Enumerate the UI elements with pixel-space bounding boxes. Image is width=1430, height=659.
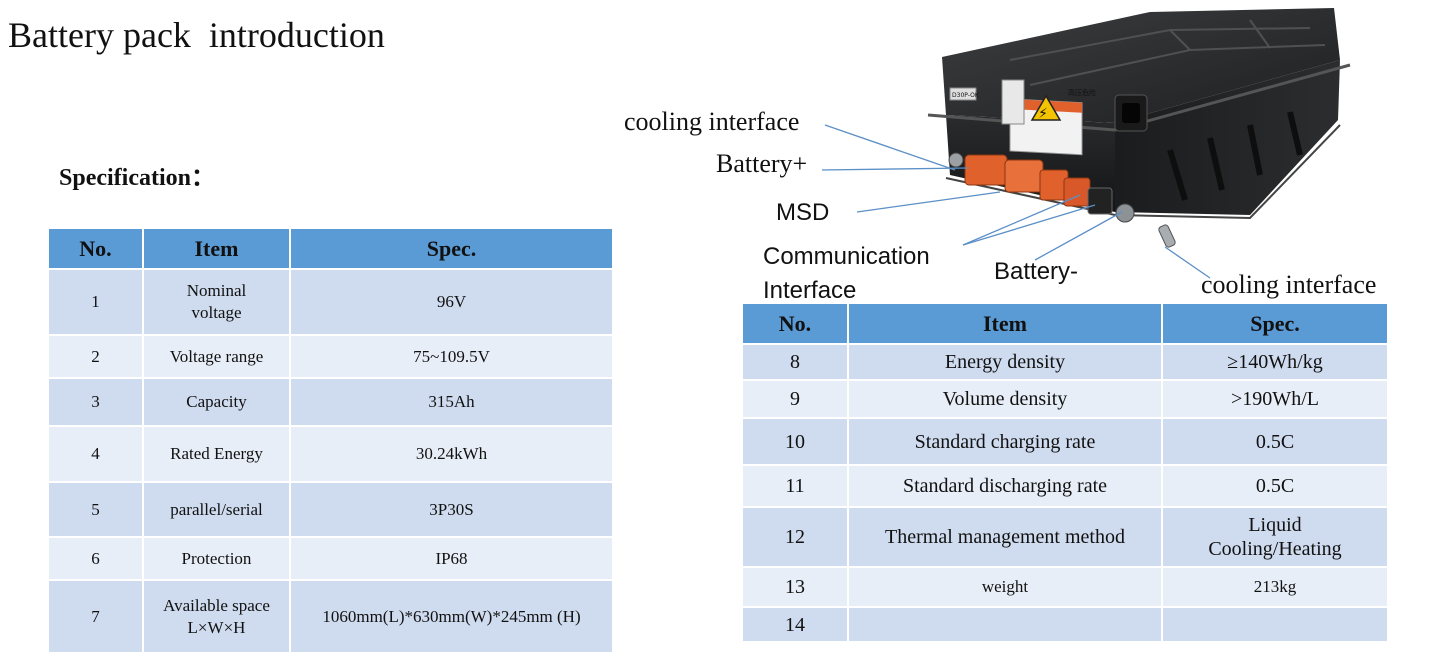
- cell-item: [849, 608, 1161, 641]
- header-item: Item: [849, 304, 1161, 343]
- cell-no: 13: [743, 568, 847, 606]
- cell-item: weight: [849, 568, 1161, 606]
- cell-spec: >190Wh/L: [1163, 381, 1387, 417]
- table-header-row: No. Item Spec.: [49, 229, 612, 268]
- cell-no: 11: [743, 466, 847, 506]
- cell-no: 8: [743, 345, 847, 379]
- cell-item: Volume density: [849, 381, 1161, 417]
- cell-no: 7: [49, 581, 142, 652]
- cell-no: 6: [49, 538, 142, 579]
- table-row: 5 parallel/serial 3P30S: [49, 483, 612, 536]
- cell-no: 12: [743, 508, 847, 566]
- cell-spec: 0.5C: [1163, 466, 1387, 506]
- table-row: 9 Volume density >190Wh/L: [743, 381, 1387, 417]
- cell-no: 10: [743, 419, 847, 464]
- cell-spec: 315Ah: [291, 379, 612, 425]
- callout-lines: [821, 124, 1211, 279]
- spec-table-right: No. Item Spec. 8 Energy density ≥140Wh/k…: [741, 302, 1389, 643]
- table-header-row: No. Item Spec.: [743, 304, 1387, 343]
- cell-spec: Liquid Cooling/Heating: [1163, 508, 1387, 566]
- page-title: Battery pack introduction: [8, 15, 385, 55]
- table-row: 2 Voltage range 75~109.5V: [49, 336, 612, 377]
- spec-table-left: No. Item Spec. 1 Nominal voltage 96V 2 V…: [47, 227, 614, 654]
- cell-no: 2: [49, 336, 142, 377]
- cell-item: Protection: [144, 538, 289, 579]
- cell-spec: 96V: [291, 270, 612, 334]
- table-row: 11 Standard discharging rate 0.5C: [743, 466, 1387, 506]
- cell-spec: 3P30S: [291, 483, 612, 536]
- svg-text:⚡: ⚡: [1038, 106, 1048, 122]
- table-row: 1 Nominal voltage 96V: [49, 270, 612, 334]
- battery-pack-image-area: ⚡ 高压危险 D30P-OK: [610, 0, 1430, 305]
- table-row: 6 Protection IP68: [49, 538, 612, 579]
- table-row: 3 Capacity 315Ah: [49, 379, 612, 425]
- cell-item: Thermal management method: [849, 508, 1161, 566]
- table-row: 7 Available space L×W×H 1060mm(L)*630mm(…: [49, 581, 612, 652]
- pack-top-surface: [942, 8, 1340, 123]
- cell-no: 1: [49, 270, 142, 334]
- cell-no: 4: [49, 427, 142, 481]
- svg-text:高压危险: 高压危险: [1068, 88, 1096, 97]
- pack-side-face: [1115, 60, 1340, 215]
- callout-battery-minus: Battery-: [994, 258, 1079, 285]
- header-item: Item: [144, 229, 289, 268]
- specification-heading: Specification：: [59, 165, 215, 191]
- cell-no: 5: [49, 483, 142, 536]
- cell-spec: ≥140Wh/kg: [1163, 345, 1387, 379]
- table-row: 13 weight 213kg: [743, 568, 1387, 606]
- table-row: 14: [743, 608, 1387, 641]
- header-no: No.: [49, 229, 142, 268]
- cell-item: Available space L×W×H: [144, 581, 289, 652]
- cell-item: parallel/serial: [144, 483, 289, 536]
- table-row: 4 Rated Energy 30.24kWh: [49, 427, 612, 481]
- cell-spec: [1163, 608, 1387, 641]
- cell-item: Voltage range: [144, 336, 289, 377]
- cell-spec: 30.24kWh: [291, 427, 612, 481]
- cell-item: Capacity: [144, 379, 289, 425]
- cell-item: Nominal voltage: [144, 270, 289, 334]
- cell-spec: 0.5C: [1163, 419, 1387, 464]
- cell-item: Energy density: [849, 345, 1161, 379]
- cell-item: Rated Energy: [144, 427, 289, 481]
- table-row: 8 Energy density ≥140Wh/kg: [743, 345, 1387, 379]
- callout-cooling-interface-bottom: cooling interface: [1201, 270, 1377, 299]
- side-ribs: [1167, 111, 1303, 201]
- header-spec: Spec.: [1163, 304, 1387, 343]
- table-row: 12 Thermal management method Liquid Cool…: [743, 508, 1387, 566]
- cell-item: Standard discharging rate: [849, 466, 1161, 506]
- battery-pack-illustration: ⚡ 高压危险 D30P-OK: [821, 8, 1351, 279]
- cell-spec: 213kg: [1163, 568, 1387, 606]
- cell-no: 3: [49, 379, 142, 425]
- svg-text:D30P-OK: D30P-OK: [952, 92, 980, 99]
- cell-spec: 75~109.5V: [291, 336, 612, 377]
- cell-spec: 1060mm(L)*630mm(W)*245mm (H): [291, 581, 612, 652]
- table-row: 10 Standard charging rate 0.5C: [743, 419, 1387, 464]
- cell-spec: IP68: [291, 538, 612, 579]
- callout-battery-plus: Battery+: [716, 149, 808, 178]
- callout-communication-interface: Communication Interface: [763, 243, 930, 304]
- cell-item: Standard charging rate: [849, 419, 1161, 464]
- header-spec: Spec.: [291, 229, 612, 268]
- header-no: No.: [743, 304, 847, 343]
- cell-no: 9: [743, 381, 847, 417]
- callout-msd: MSD: [776, 199, 830, 226]
- callout-cooling-interface-top: cooling interface: [624, 107, 800, 136]
- hv-connectors: [964, 154, 1091, 207]
- cell-no: 14: [743, 608, 847, 641]
